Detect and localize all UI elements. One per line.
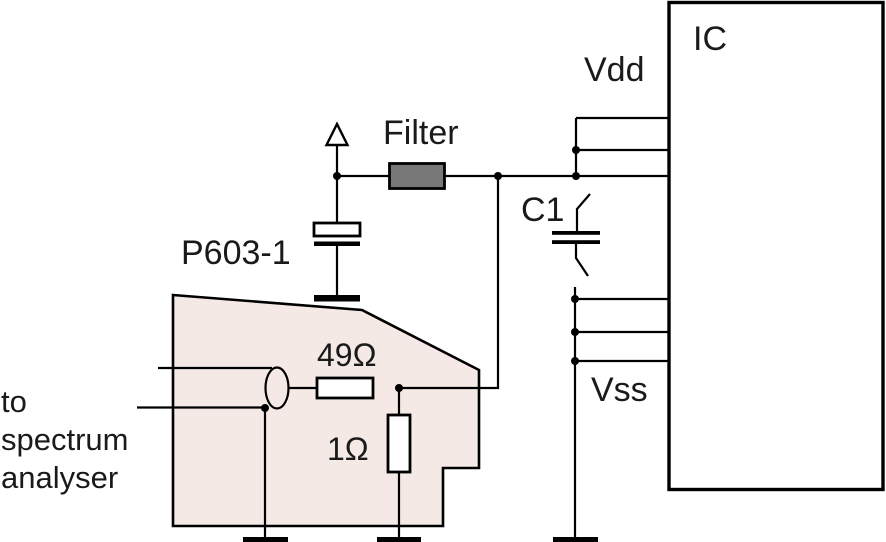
filter-label: Filter — [383, 114, 459, 152]
series-resistor-49ohm — [315, 376, 375, 400]
c1-lead-bottom — [574, 244, 589, 277]
shunt-resistor-1ohm — [386, 413, 412, 474]
note-line-3: analyser — [1, 460, 119, 495]
ic-label: IC — [693, 20, 727, 58]
ground-symbol-coax — [243, 537, 288, 542]
c1-plate-bottom — [552, 240, 600, 244]
c1-lead-top — [575, 193, 591, 231]
ground-symbol-vss — [553, 537, 598, 542]
ground-symbol-shunt — [377, 537, 421, 542]
feedthrough-cap-plate-top — [312, 221, 362, 238]
note-line-2: spectrum — [1, 422, 129, 457]
junction-dot — [395, 384, 403, 392]
probe-body-outline — [171, 293, 481, 528]
coax-connector-icon — [264, 366, 290, 410]
junction-dot — [571, 357, 579, 365]
c1-label: C1 — [521, 191, 565, 229]
probe-label: P603-1 — [181, 234, 291, 272]
junction-dot — [261, 404, 269, 412]
series-resistor-label: 49Ω — [317, 337, 377, 373]
shunt-resistor-label: 1Ω — [327, 431, 369, 467]
vdd-label: Vdd — [584, 51, 645, 89]
c1-plate-top — [552, 231, 600, 235]
junction-dot — [571, 328, 579, 336]
spectrum-analyser-note: to spectrum analyser — [1, 383, 128, 497]
junction-dot — [333, 172, 341, 180]
junction-dot — [571, 295, 579, 303]
vss-label: Vss — [591, 371, 648, 409]
junction-dot — [494, 172, 502, 180]
junction-dot — [572, 172, 580, 180]
feedthrough-cap-plate-bottom — [314, 241, 360, 246]
supply-arrow-icon — [324, 121, 350, 147]
note-line-1: to — [1, 384, 27, 419]
ic-box — [667, 0, 885, 492]
ground-symbol-cap — [314, 295, 360, 302]
filter-block — [388, 162, 446, 190]
junction-dot — [572, 146, 580, 154]
